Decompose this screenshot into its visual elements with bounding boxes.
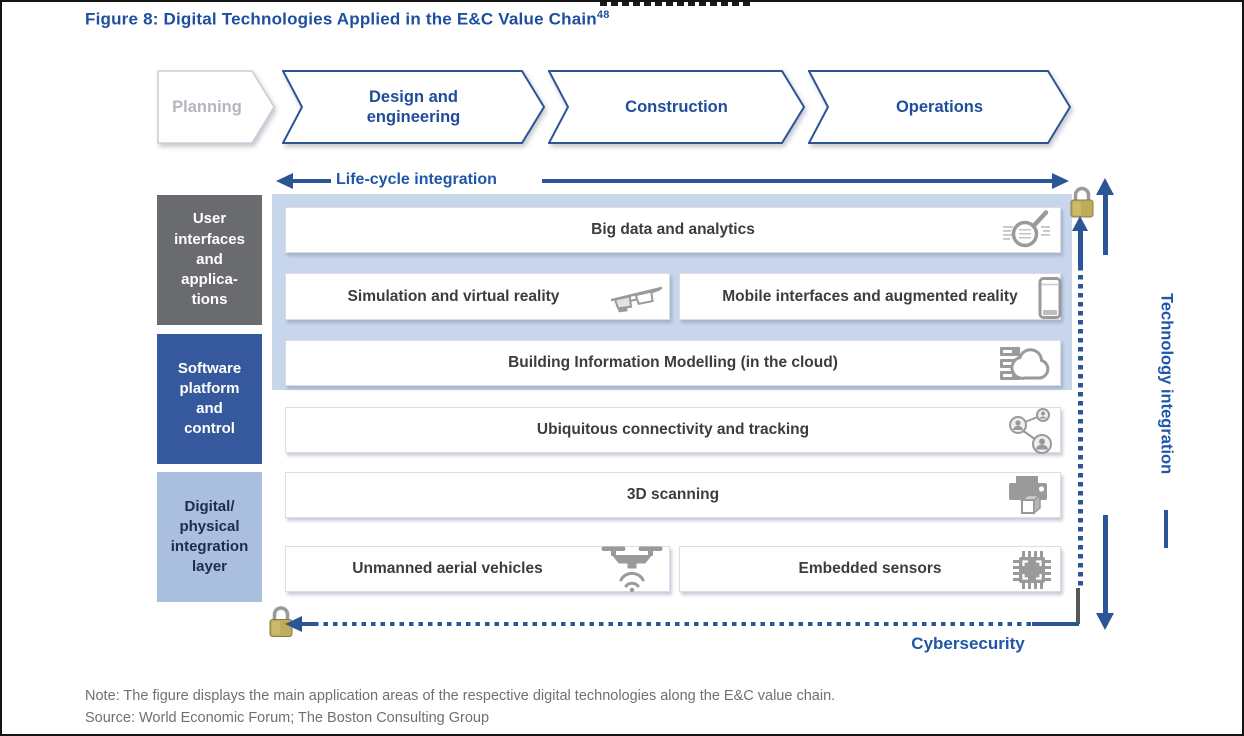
lifecycle-label: Life-cycle integration (336, 171, 497, 188)
connected-people-icon (1009, 408, 1052, 454)
technology-stem-top (1103, 193, 1108, 255)
cybersecurity-stem-left (300, 622, 314, 626)
stage-planning-shape (157, 70, 275, 144)
tech-label-connectivity: Ubiquitous connectivity and tracking (536, 421, 810, 438)
lifecycle-arrowhead-right (1052, 173, 1069, 189)
tech-label-uav: Unmanned aerial vehicles (352, 560, 543, 577)
figure-note: Note: The figure displays the main appli… (85, 688, 836, 704)
cybersecurity-label: Cybersecurity (911, 634, 1025, 653)
figure-title-footnote: 48 (596, 9, 610, 21)
tech-box-scanning: 3D scanning (285, 472, 1061, 518)
stage-operations-shape (808, 70, 1071, 144)
stage-planning: Planning (172, 97, 242, 116)
technology-dotted-arrowhead (1072, 216, 1088, 231)
figure-title-text: Figure 8: Digital Technologies Applied i… (85, 9, 597, 29)
printer-3d-icon (1009, 476, 1047, 515)
tech-label-mobile: Mobile interfaces and augmented reality (722, 287, 1018, 305)
tech-box-sensors: Embedded sensors (679, 546, 1061, 592)
tech-box-bim: Building Information Modelling (in the c… (285, 340, 1061, 386)
layer-user-interfaces: User interfaces and applica- tions (157, 195, 262, 325)
stage-operations: Operations (895, 97, 984, 116)
tech-box-simulation: Simulation and virtual reality (285, 273, 670, 320)
clipped-text-fragment (600, 2, 750, 6)
stage-design-shape (282, 70, 545, 144)
technology-dotted-stem-solid (1078, 230, 1083, 266)
smart-glasses-icon (610, 286, 663, 313)
technology-stem-bottom (1103, 515, 1108, 615)
cybersecurity-dotted-line (314, 622, 1032, 626)
cybersecurity-stem-right (1032, 622, 1079, 626)
corner-connector (1076, 588, 1080, 624)
lifecycle-arrowhead-left (276, 173, 293, 189)
technology-label-dash (1164, 510, 1168, 548)
layer-software-platform: Software platform and control (157, 334, 262, 464)
stage-construction: Construction (625, 97, 728, 116)
technology-arrowhead-up (1096, 178, 1114, 195)
tech-label-bim: Building Information Modelling (in the c… (508, 354, 838, 371)
tech-box-uav: Unmanned aerial vehicles (285, 546, 670, 593)
lifecycle-stem-right (542, 179, 1052, 183)
technology-dotted-line (1078, 266, 1083, 588)
microchip-icon (1013, 551, 1051, 589)
figure-title: Figure 8: Digital Technologies Applied i… (85, 9, 610, 30)
tech-label-scanning: 3D scanning (626, 486, 720, 503)
technology-label: Technology integration (1157, 293, 1176, 475)
tech-label-big-data: Big data and analytics (591, 221, 755, 238)
layer-digital-physical: Digital/ physical integration layer (157, 472, 262, 602)
padlock-top-icon (1070, 186, 1094, 218)
tech-box-mobile: Mobile interfaces and augmented reality (679, 273, 1062, 320)
drone-icon (601, 546, 663, 593)
cloud-server-icon (1000, 347, 1050, 380)
tech-box-connectivity: Ubiquitous connectivity and tracking (285, 407, 1061, 454)
tech-label-simulation: Simulation and virtual reality (347, 287, 560, 305)
lifecycle-stem-left (291, 179, 331, 183)
magnifier-data-icon (1003, 210, 1050, 248)
stage-construction-shape (548, 70, 805, 144)
technology-arrowhead-down (1096, 613, 1114, 630)
smartphone-icon (1038, 277, 1062, 319)
tech-box-big-data: Big data and analytics (285, 207, 1061, 253)
figure-source: Source: World Economic Forum; The Boston… (85, 710, 490, 726)
stage-design-engineering: Design and engineering (366, 87, 461, 126)
cybersecurity-arrowhead-left (285, 616, 302, 632)
tech-label-sensors: Embedded sensors (798, 560, 942, 577)
